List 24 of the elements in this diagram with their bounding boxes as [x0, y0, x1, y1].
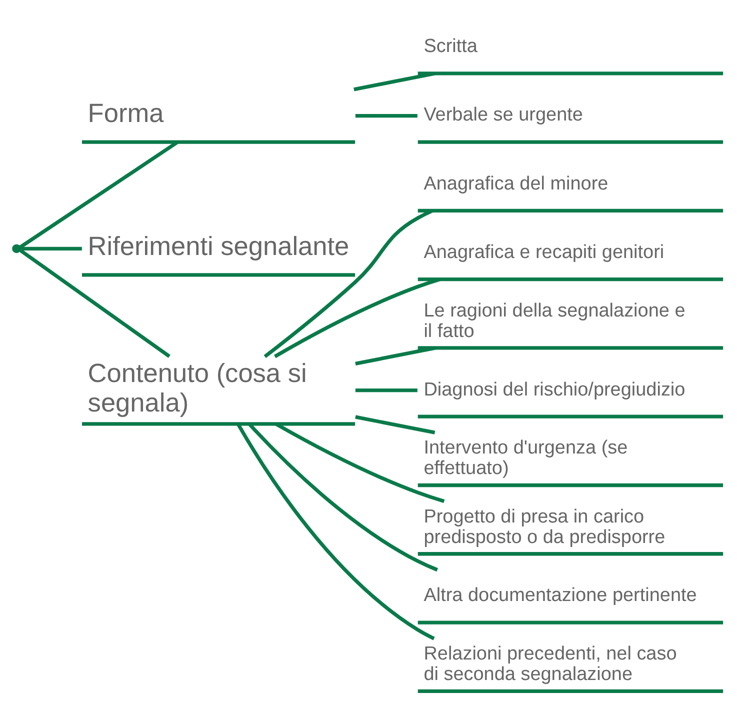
node-text: Scritta: [424, 36, 478, 57]
connector: [355, 346, 436, 365]
connector: [355, 388, 418, 392]
node-text: Diagnosi del rischio/pregiudizio: [424, 378, 686, 400]
connector: [236, 422, 435, 640]
connector: [355, 414, 436, 434]
connector: [354, 71, 436, 91]
connector: [274, 422, 445, 502]
connector: [18, 248, 170, 358]
connector: [274, 277, 440, 358]
node-text: Relazioni precedenti, nel caso di seconda segnalazione: [424, 643, 677, 685]
node-text: Verbale se urgente: [424, 104, 583, 126]
node-text: Intervento d'urgenza (se effettuato): [424, 437, 628, 479]
node-text: Riferimenti segnalante: [88, 230, 350, 261]
node-text: Le ragioni della segnalazione e il fatto: [424, 300, 686, 342]
connector: [19, 246, 82, 250]
node-text: Anagrafica e recapiti genitori: [424, 242, 664, 263]
node-text: Forma: [88, 98, 164, 128]
node-text: Altra documentazione pertinente: [424, 584, 697, 606]
node-text: Anagrafica del minore: [424, 172, 608, 194]
node-point: [12, 244, 21, 253]
node-text: Contenuto (cosa si segnala): [88, 358, 307, 417]
node-text: Progetto di presa in carico predisposto o da predisporre: [424, 506, 666, 548]
connector: [355, 113, 418, 118]
